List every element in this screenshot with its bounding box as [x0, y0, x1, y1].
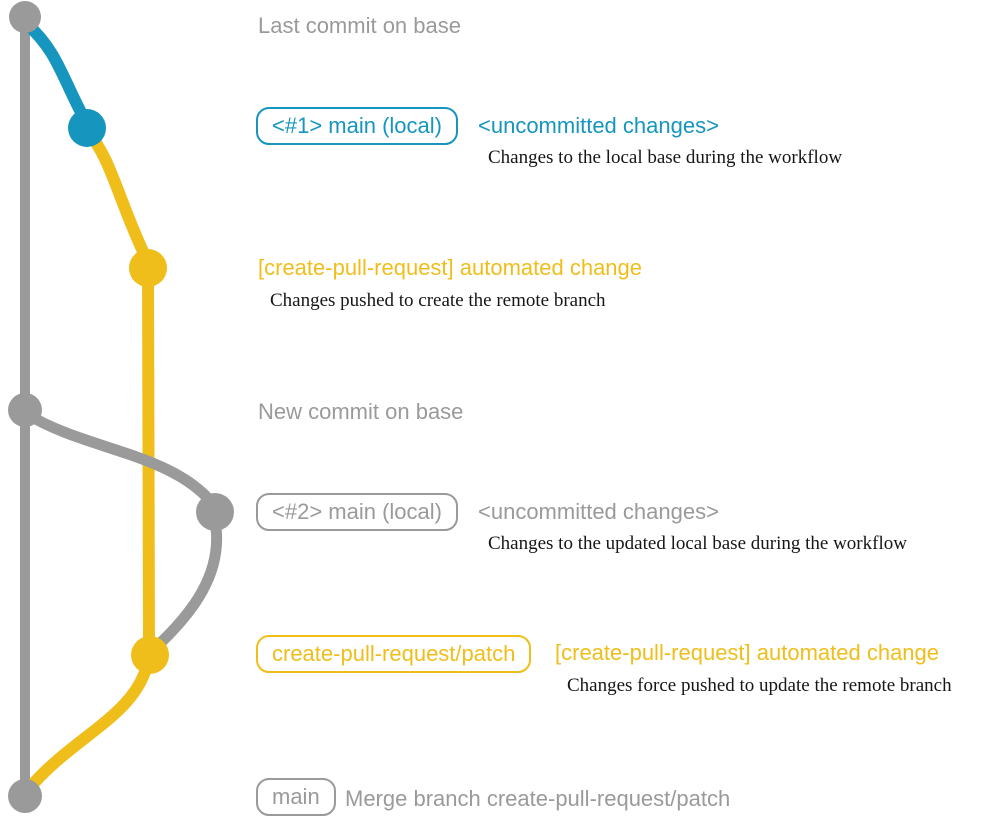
commit-dot-local-2: [196, 493, 234, 531]
label-new-commit-on-base: New commit on base: [258, 399, 464, 424]
commit-dot-last-base: [9, 1, 41, 33]
edge-local1-to-patch1: [82, 126, 153, 266]
commit-dot-new-base: [8, 393, 42, 427]
label-uncommitted-changes-1: <uncommitted changes>: [478, 113, 719, 138]
badge-main-local-2: <#2> main (local): [256, 493, 458, 531]
caption-local-base-changes-2: Changes to the updated local base during…: [488, 533, 907, 554]
edge-base-to-local1: [21, 18, 92, 128]
label-automated-change-2: [create-pull-request] automated change: [555, 640, 940, 665]
commit-dot-patch-1: [129, 249, 167, 287]
label-uncommitted-changes-2: <uncommitted changes>: [478, 499, 719, 524]
label-last-commit-on-base: Last commit on base: [258, 13, 461, 38]
commit-dot-patch-2: [131, 636, 169, 674]
caption-local-base-changes-1: Changes to the local base during the wor…: [488, 147, 843, 168]
caption-force-pushed-update-remote: Changes force pushed to update the remot…: [567, 675, 952, 696]
badge-create-pull-request-patch: create-pull-request/patch: [256, 635, 532, 673]
label-automated-change-1: [create-pull-request] automated change: [258, 255, 643, 280]
label-merge-branch: Merge branch create-pull-request/patch: [345, 786, 731, 811]
badge-main-local-1: <#1> main (local): [256, 107, 458, 145]
badge-main: main: [256, 778, 336, 816]
caption-pushed-create-remote: Changes pushed to create the remote bran…: [270, 290, 606, 311]
edge-base-to-local2: [21, 408, 219, 510]
git-graph-canvas: [8, 1, 234, 813]
commit-dot-merge: [8, 779, 42, 813]
commit-dot-local-1: [68, 109, 106, 147]
edge-local2-to-patch2: [147, 510, 223, 656]
edge-patch2-to-merge: [21, 655, 154, 797]
